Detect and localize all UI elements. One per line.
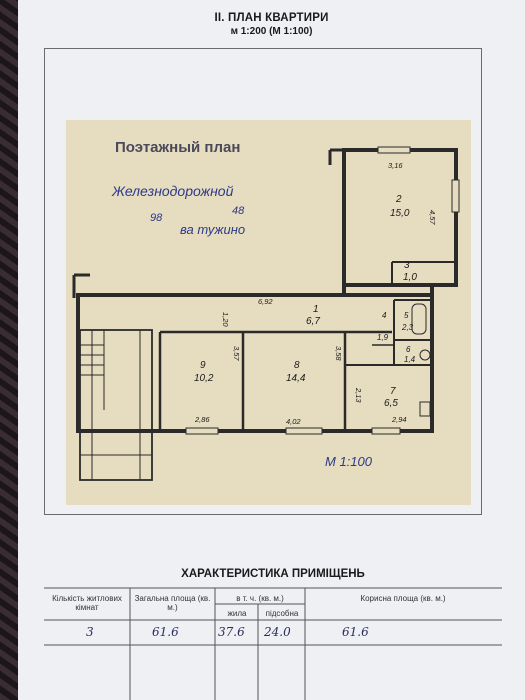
col-auxiliary: підсобна (265, 609, 299, 618)
room-7-number: 7 (390, 386, 396, 397)
stamp-apartment-number: 48 (232, 205, 245, 217)
room-1-number: 1 (313, 304, 319, 315)
dim-2-94: 2,94 (391, 415, 407, 424)
room-9-number: 9 (200, 360, 206, 371)
dim-3-58: 3,58 (334, 346, 343, 361)
room-6-area: 1,4 (404, 355, 416, 364)
room-1-area: 6,7 (306, 316, 320, 327)
dim-2-13: 2,13 (354, 387, 363, 403)
dim-3-57: 3,57 (232, 346, 241, 361)
col-living: жила (227, 609, 247, 618)
room-3-number: 3 (404, 260, 410, 271)
room-4-area: 1,9 (377, 333, 389, 342)
plan-title: ІІ. ПЛАН КВАРТИРИ (214, 12, 329, 24)
dim-4-02: 4,02 (286, 417, 301, 426)
room-4-number: 4 (382, 311, 387, 320)
value-total-area: 61.6 (152, 625, 179, 639)
bathroom-fixtures (411, 303, 431, 417)
stamp-house-number: 98 (150, 212, 163, 224)
room-2-number: 2 (395, 194, 402, 205)
room-6-number: 6 (406, 345, 411, 354)
dim-1-20: 1,20 (221, 312, 230, 327)
room-9-area: 10,2 (194, 373, 214, 384)
dimension-labels: 3,16 4,57 6,92 1,20 3,57 3,58 2,13 2,86 … (194, 161, 437, 426)
windows (185, 146, 460, 435)
stamp-title: Поэтажный план (115, 139, 240, 156)
room-labels: 2 15,0 3 1,0 1 6,7 4 1,9 5 2,3 6 1,4 7 6… (194, 194, 417, 409)
plan-scale: м 1:200 (М 1:100) (230, 26, 313, 37)
value-auxiliary-area: 24.0 (264, 625, 291, 639)
value-living-area: 37.6 (218, 625, 245, 639)
room-8-number: 8 (294, 360, 300, 371)
col-living-rooms: Кількість житлових кімнат (52, 594, 122, 612)
col-useful-area: Корисна площа (кв. м.) (360, 594, 446, 603)
stamp-floor: ва тужино (180, 222, 245, 237)
room-5-area: 2,3 (401, 323, 414, 332)
dim-6-92: 6,92 (258, 297, 273, 306)
col-including: в т. ч. (кв. м.) (236, 594, 284, 603)
dim-2-86: 2,86 (194, 415, 210, 424)
value-useful-area: 61.6 (342, 625, 369, 639)
dim-4-57: 4,57 (428, 210, 437, 225)
value-rooms-count: 3 (86, 625, 94, 639)
dim-3-16: 3,16 (388, 161, 403, 170)
characteristics-table-title: ХАРАКТЕРИСТИКА ПРИМІЩЕНЬ (181, 568, 365, 580)
room-7-area: 6,5 (384, 398, 398, 409)
scale-note: М 1:100 (325, 454, 373, 469)
floorplan-paper (66, 120, 471, 505)
stamp-street: Железнодорожной (111, 183, 234, 199)
room-3-area: 1,0 (403, 272, 417, 283)
col-total-area: Загальна площа (кв. м.) (134, 594, 211, 612)
room-8-area: 14,4 (286, 373, 306, 384)
room-2-area: 15,0 (390, 208, 410, 219)
characteristics-table-grid (44, 587, 502, 700)
plan-frame (44, 48, 482, 515)
room-5-number: 5 (404, 311, 409, 320)
